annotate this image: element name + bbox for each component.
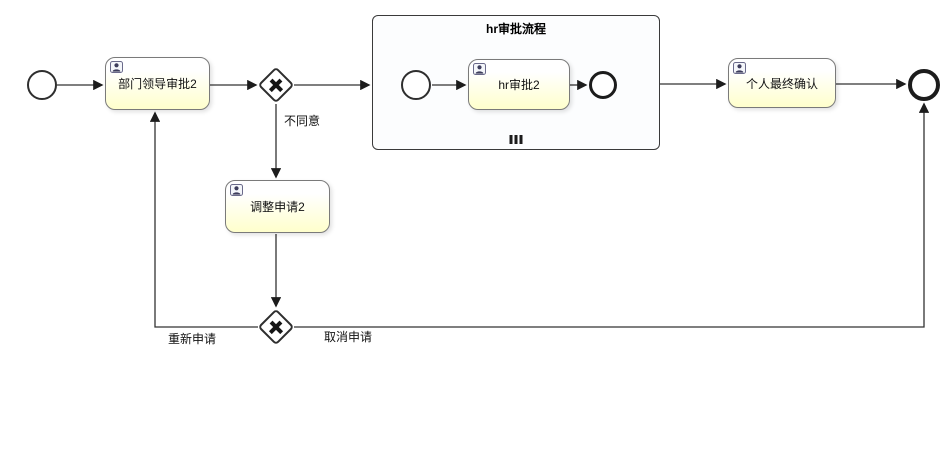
subprocess-end-event[interactable] bbox=[589, 71, 617, 99]
user-task-icon bbox=[110, 61, 123, 73]
end-event[interactable] bbox=[908, 69, 940, 101]
user-task-icon bbox=[733, 62, 746, 74]
task-final-confirm[interactable]: 个人最终确认 bbox=[728, 58, 836, 108]
task-label: hr审批2 bbox=[498, 78, 540, 92]
flow-label-reapply: 重新申请 bbox=[168, 332, 217, 346]
subprocess-start-event[interactable] bbox=[401, 70, 431, 100]
task-label: 个人最终确认 bbox=[745, 76, 818, 91]
user-task-icon bbox=[473, 63, 486, 75]
task-hr-approval[interactable]: hr审批2 bbox=[468, 59, 570, 110]
task-label: 部门领导审批2 bbox=[118, 77, 197, 91]
task-dept-approval[interactable]: 部门领导审批2 bbox=[105, 57, 210, 110]
exclusive-gateway-resubmit[interactable] bbox=[257, 308, 295, 346]
exclusive-gateway-decision[interactable] bbox=[257, 66, 295, 104]
start-event[interactable] bbox=[27, 70, 57, 100]
flow-label-disagree: 不同意 bbox=[284, 114, 321, 128]
user-task-icon bbox=[230, 184, 243, 196]
flow-label-cancel: 取消申请 bbox=[324, 330, 373, 344]
task-adjust-application[interactable]: 调整申请2 bbox=[225, 180, 330, 233]
task-label: 调整申请2 bbox=[250, 200, 305, 214]
subprocess-title: hr审批流程 bbox=[485, 22, 546, 36]
multi-instance-parallel-marker-icon bbox=[509, 135, 523, 144]
